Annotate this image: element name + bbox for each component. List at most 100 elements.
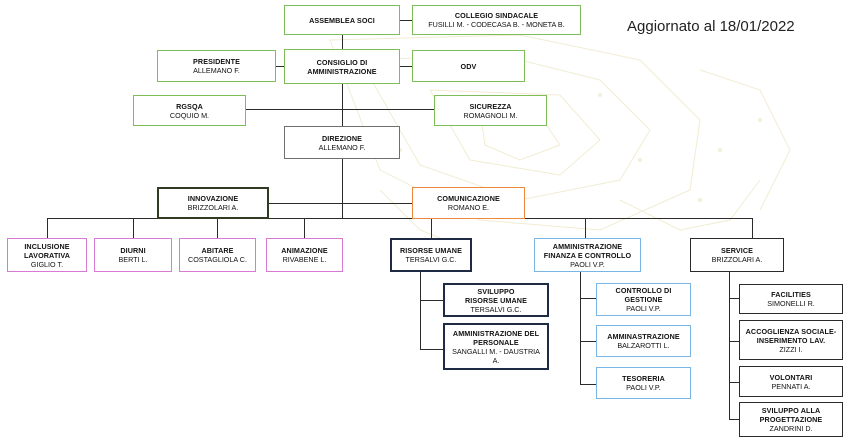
node-person: PAOLI V.P. — [570, 259, 605, 269]
connector — [729, 382, 739, 384]
node-person: PENNATI A. — [771, 381, 811, 391]
updated-date-note: Aggiornato al 18/01/2022 — [627, 18, 795, 35]
node-volontari: VOLONTARI PENNATI A. — [739, 366, 843, 397]
node-person: RIVABENE L. — [282, 255, 327, 264]
node-title: AMMINISTRAZIONE DEL PERSONALE — [452, 328, 540, 347]
node-diurni: DIURNI BERTI L. — [94, 238, 172, 272]
node-assemblea-soci: ASSEMBLEA SOCI — [284, 5, 400, 35]
connector — [342, 35, 344, 49]
connector — [752, 218, 754, 238]
node-person: COQUIO M. — [169, 110, 210, 120]
node-title: DIURNI — [120, 246, 146, 255]
connector — [304, 218, 306, 238]
node-title: CONSIGLIO DI AMMINISTRAZIONE — [307, 57, 377, 76]
connector — [400, 66, 412, 68]
connector — [400, 20, 412, 22]
node-rgsqa: RGSQA COQUIO M. — [133, 95, 246, 126]
connector — [420, 300, 443, 302]
node-title: DIREZIONE — [321, 133, 363, 143]
node-direzione: DIREZIONE ALLEMANO F. — [284, 126, 400, 159]
node-amministrazione-finanza-controllo: AMMINISTRAZIONE FINANZA E CONTROLLO PAOL… — [534, 238, 641, 272]
connector — [729, 419, 739, 421]
node-person: TERSALVI G.C. — [405, 255, 457, 264]
node-title: VOLONTARI — [769, 372, 813, 382]
node-title: INCLUSIONE LAVORATIVA — [23, 241, 71, 260]
node-person: BALZAROTTI L. — [617, 341, 670, 350]
node-title: RGSQA — [176, 101, 203, 111]
node-abitare: ABITARE COSTAGLIOLA C. — [179, 238, 256, 272]
node-title: SVILUPPO RISORSE UMANE — [464, 286, 527, 305]
node-title: SERVICE — [720, 246, 754, 255]
connector — [580, 272, 582, 385]
node-accoglienza-sociale: ACCOGLIENZA SOCIALE- INSERIMENTO LAV. ZI… — [739, 320, 843, 360]
node-person: ZIZZI I. — [779, 344, 803, 354]
node-inclusione-lavorativa: INCLUSIONE LAVORATIVA GIGLIO T. — [7, 238, 87, 272]
node-title: INNOVAZIONE — [187, 194, 239, 203]
connector — [342, 204, 344, 219]
node-person: SANGALLI M. - DAUSTRIA A. — [452, 346, 540, 365]
connector — [580, 298, 596, 300]
node-amministrazione: AMMINASTRAZIONE BALZAROTTI L. — [596, 325, 691, 357]
connector — [729, 341, 739, 343]
node-title: ANIMAZIONE — [281, 246, 328, 255]
connector — [729, 272, 731, 420]
node-animazione: ANIMAZIONE RIVABENE L. — [266, 238, 343, 272]
node-title: SVILUPPO ALLA PROGETTAZIONE — [759, 406, 823, 424]
node-comunicazione: COMUNICAZIONE ROMANO E. — [412, 187, 525, 219]
connector — [729, 298, 739, 300]
connector — [431, 218, 433, 238]
node-sviluppo-risorse-umane: SVILUPPO RISORSE UMANE TERSALVI G.C. — [443, 283, 549, 317]
node-title: PRESIDENTE — [193, 57, 240, 66]
node-title: COMUNICAZIONE — [437, 194, 500, 203]
connector — [217, 218, 219, 238]
node-person: BRIZZOLARI A. — [711, 255, 763, 264]
node-title: SICUREZZA — [469, 101, 512, 111]
node-title: ABITARE — [201, 246, 234, 255]
connector — [47, 218, 49, 238]
node-service: SERVICE BRIZZOLARI A. — [690, 238, 784, 272]
connector — [342, 84, 344, 126]
connector — [246, 109, 434, 111]
node-presidente: PRESIDENTE ALLEMANO F. — [157, 50, 276, 82]
node-title: COLLEGIO SINDACALE — [454, 11, 539, 20]
node-risorse-umane: RISORSE UMANE TERSALVI G.C. — [390, 238, 472, 272]
node-person: ALLEMANO F. — [193, 66, 240, 75]
node-person: FUSILLI M. - CODECASA B. - MONETA B. — [428, 20, 565, 29]
node-person: PAOLI V.P. — [626, 304, 661, 313]
node-person: SIMONELLI R. — [767, 299, 815, 308]
node-person: ZANDRINI D. — [769, 424, 813, 433]
node-title: RISORSE UMANE — [399, 246, 462, 255]
node-facilities: FACILITIES SIMONELLI R. — [739, 284, 843, 314]
node-title: ASSEMBLEA SOCI — [309, 15, 375, 25]
node-person: COSTAGLIOLA C. — [188, 255, 247, 264]
connector — [47, 218, 752, 220]
connector — [580, 341, 596, 343]
node-consiglio-amministrazione: CONSIGLIO DI AMMINISTRAZIONE — [284, 49, 400, 84]
connector — [585, 218, 587, 238]
node-sviluppo-progettazione: SVILUPPO ALLA PROGETTAZIONE ZANDRINI D. — [739, 402, 843, 437]
node-sicurezza: SICUREZZA ROMAGNOLI M. — [434, 95, 547, 126]
connector — [269, 203, 412, 205]
node-tesoreria: TESORERIA PAOLI V.P. — [596, 367, 691, 399]
node-title: CONTROLLO DI GESTIONE — [615, 286, 672, 304]
node-innovazione: INNOVAZIONE BRIZZOLARI A. — [157, 187, 269, 219]
node-title: ODV — [460, 61, 477, 71]
node-person: BERTI L. — [118, 255, 148, 264]
connector — [276, 66, 286, 68]
node-title: ACCOGLIENZA SOCIALE- INSERIMENTO LAV. — [745, 326, 837, 345]
node-amministrazione-personale: AMMINISTRAZIONE DEL PERSONALE SANGALLI M… — [443, 323, 549, 370]
node-person: ROMAGNOLI M. — [463, 110, 518, 120]
connector — [580, 384, 596, 386]
node-person: ALLEMANO F. — [318, 142, 366, 152]
connector — [133, 218, 135, 238]
node-person: BRIZZOLARI A. — [187, 203, 239, 212]
node-person: TERSALVI G.C. — [470, 304, 522, 314]
connector — [420, 272, 422, 350]
node-title: TESORERIA — [622, 374, 665, 383]
node-person: GIGLIO T. — [30, 259, 64, 269]
node-odv: ODV — [412, 50, 525, 82]
node-title: AMMINISTRAZIONE FINANZA E CONTROLLO — [543, 241, 632, 260]
connector — [420, 349, 443, 351]
node-title: FACILITIES — [771, 290, 811, 299]
